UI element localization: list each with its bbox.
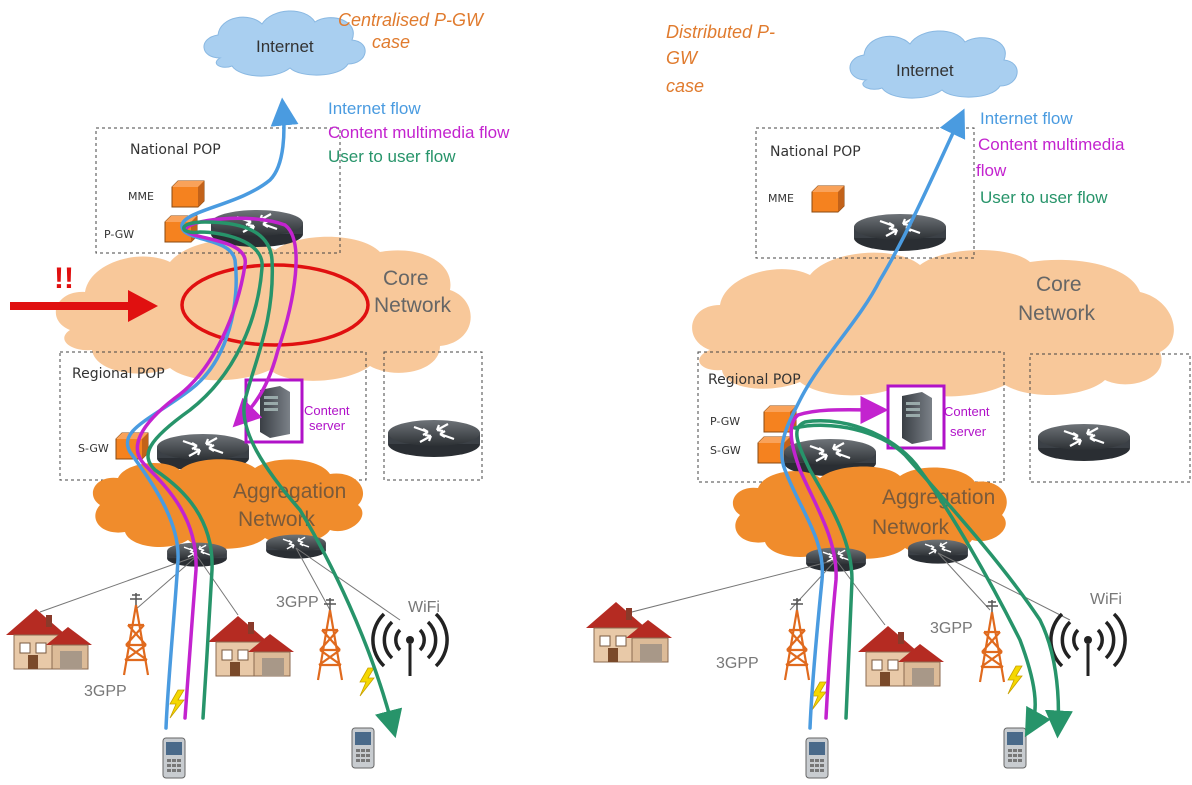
left-house-1-icon bbox=[5, 608, 93, 670]
left-core-label-line2: Network bbox=[374, 294, 452, 317]
right-sgw-label: S-GW bbox=[710, 444, 741, 457]
left-access-lines bbox=[39, 547, 401, 621]
left-internet-label: Internet bbox=[256, 37, 314, 56]
left-flows bbox=[125, 97, 403, 739]
right-3gpp-label-b: 3GPP bbox=[930, 620, 973, 637]
right-national-pop-label: National POP bbox=[770, 144, 861, 160]
right-content-server-label-line2: server bbox=[950, 424, 987, 439]
right-case-title-line2: GW bbox=[666, 48, 699, 68]
right-tower-2-icon bbox=[978, 598, 1006, 684]
right-wifi-icon bbox=[1049, 612, 1127, 678]
left-wifi-icon bbox=[371, 612, 449, 678]
left-phone-2-icon bbox=[351, 727, 375, 769]
left-alert-label: !! bbox=[54, 262, 74, 295]
right-user-flow-path-2 bbox=[793, 423, 1073, 739]
left-content-server-label-line1: Content bbox=[304, 403, 350, 418]
left-case-title-line1: Centralised P-GW bbox=[338, 10, 485, 30]
left-sgw-label: S-GW bbox=[78, 442, 109, 455]
right-second-regional-box bbox=[1029, 353, 1191, 483]
left-user-flow-path bbox=[146, 220, 403, 739]
right-mme-label: MME bbox=[768, 192, 794, 205]
right-pgw-label: P-GW bbox=[710, 415, 740, 428]
left-core-label-line1: Core bbox=[383, 267, 429, 290]
right-tower-1-icon bbox=[783, 596, 811, 682]
left-tower-1-icon bbox=[122, 591, 150, 677]
left-aggregation-label-line1: Aggregation bbox=[233, 480, 346, 503]
right-phone-1-icon bbox=[805, 737, 829, 779]
left-mme-box bbox=[171, 180, 205, 208]
left-3gpp-label-a: 3GPP bbox=[84, 683, 127, 700]
left-phone-1-icon bbox=[162, 737, 186, 779]
right-content-server-label-line1: Content bbox=[944, 404, 990, 419]
left-legend-user-flow: User to user flow bbox=[328, 147, 456, 166]
left-congestion-ellipse bbox=[180, 263, 370, 347]
left-aggregation-label-line2: Network bbox=[238, 508, 316, 531]
right-user-flow-path-1 bbox=[795, 419, 1051, 738]
right-legend-internet-flow: Internet flow bbox=[980, 109, 1073, 128]
right-aggregation-cloud bbox=[732, 466, 1007, 559]
left-3gpp-label-b: 3GPP bbox=[276, 594, 319, 611]
left-tower-2-icon bbox=[316, 596, 344, 682]
left-internet-flow-path bbox=[125, 97, 299, 730]
left-legend-internet-flow: Internet flow bbox=[328, 99, 421, 118]
left-second-router-icon bbox=[386, 418, 482, 459]
right-case-title-line1: Distributed P- bbox=[666, 22, 775, 42]
left-mme-label: MME bbox=[128, 190, 154, 203]
left-second-regional-box bbox=[383, 351, 483, 481]
right-legend-content-flow-line2: flow bbox=[976, 161, 1007, 180]
right-core-cloud bbox=[692, 249, 1174, 397]
right-content-server-icon bbox=[886, 384, 946, 450]
right-phone-2-icon bbox=[1003, 727, 1027, 769]
right-legend-content-flow-line1: Content multimedia bbox=[978, 135, 1125, 154]
right-second-router-icon bbox=[1036, 422, 1132, 463]
left-regional-pop-label: Regional POP bbox=[72, 366, 165, 382]
left-aggregation-cloud bbox=[92, 459, 364, 549]
left-content-flow-path bbox=[135, 216, 298, 720]
right-core-label-line1: Core bbox=[1036, 273, 1082, 296]
right-internet-cloud bbox=[849, 30, 1018, 99]
right-aggregation-label-line2: Network bbox=[872, 516, 950, 539]
left-internet-cloud bbox=[203, 10, 366, 77]
right-wifi-label: WiFi bbox=[1090, 591, 1122, 608]
left-content-server-label-line2: server bbox=[309, 418, 346, 433]
left-bolt-1-icon bbox=[169, 689, 185, 719]
left-pgw-label: P-GW bbox=[104, 228, 134, 241]
left-wifi-label: WiFi bbox=[408, 599, 440, 616]
left-house-2-icon bbox=[207, 615, 295, 677]
left-case-title-line2: case bbox=[372, 32, 410, 52]
right-internet-label: Internet bbox=[896, 61, 954, 80]
right-access-router-2-icon bbox=[907, 538, 969, 565]
right-national-pop-box bbox=[755, 127, 975, 259]
right-mme-box bbox=[811, 185, 845, 213]
left-national-pop-box bbox=[95, 127, 341, 254]
right-access-lines bbox=[619, 552, 1071, 626]
left-legend-content-flow: Content multimedia flow bbox=[328, 123, 510, 142]
right-bolt-2-icon bbox=[1007, 665, 1023, 695]
left-national-pop-label: National POP bbox=[130, 142, 221, 158]
left-bolt-2-icon bbox=[359, 667, 375, 697]
right-core-label-line2: Network bbox=[1018, 302, 1096, 325]
right-internet-flow-path bbox=[779, 108, 966, 730]
left-congestion-arrowhead bbox=[128, 290, 158, 322]
right-3gpp-label-a: 3GPP bbox=[716, 655, 759, 672]
right-house-1-icon bbox=[585, 601, 673, 663]
left-panel: Internet Centralised P-GW case Core Netw… bbox=[5, 10, 510, 779]
right-regional-pop-label: Regional POP bbox=[708, 372, 801, 388]
right-panel: Internet Distributed P- GW case Core Net… bbox=[585, 22, 1191, 779]
right-content-flow-path bbox=[789, 395, 889, 720]
left-content-server-icon bbox=[244, 378, 304, 444]
right-flows bbox=[779, 108, 1073, 739]
left-core-cloud bbox=[55, 236, 471, 381]
right-case-title-line3: case bbox=[666, 76, 704, 96]
right-legend-user-flow: User to user flow bbox=[980, 188, 1108, 207]
